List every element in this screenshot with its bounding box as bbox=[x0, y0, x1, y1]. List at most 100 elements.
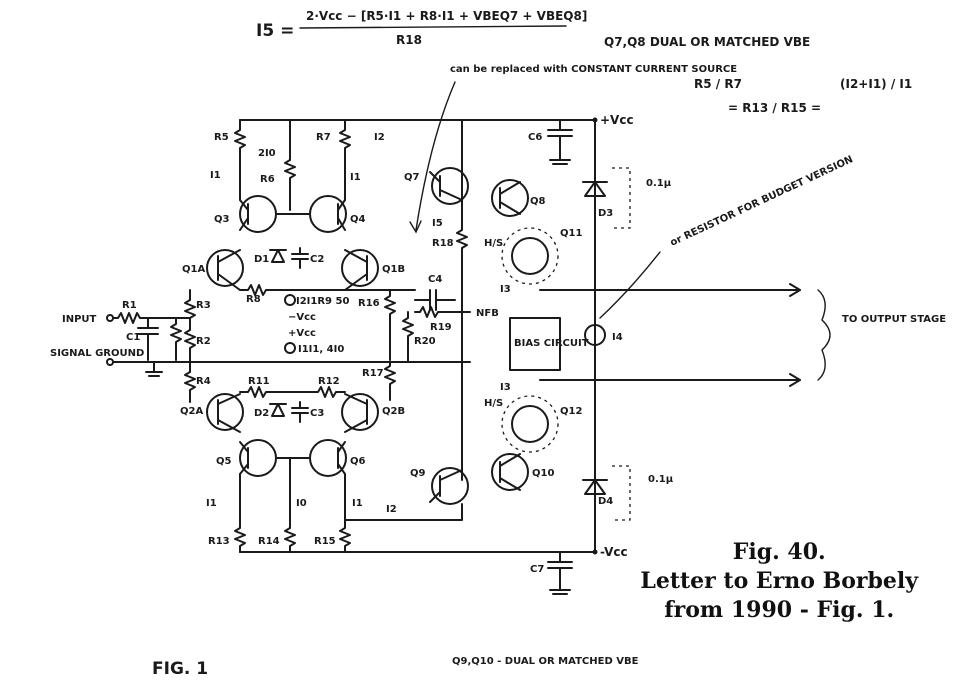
label-i3-bot: I3 bbox=[500, 382, 511, 393]
q4-transistor bbox=[309, 195, 347, 233]
r12-resistor bbox=[289, 386, 346, 398]
r17-resistor bbox=[384, 361, 396, 401]
label-q3: Q3 bbox=[214, 214, 230, 225]
q1b-transistor bbox=[341, 249, 379, 287]
q3-transistor bbox=[239, 195, 277, 233]
r-shunt-resistor bbox=[170, 317, 182, 361]
label-q4: Q4 bbox=[350, 214, 366, 225]
q8-transistor bbox=[491, 179, 529, 217]
label-d1: D1 bbox=[254, 254, 269, 265]
q2a-leads bbox=[217, 393, 241, 433]
r13-resistor bbox=[234, 473, 246, 553]
label-q1b: Q1B bbox=[382, 264, 405, 275]
c7-symbol bbox=[547, 551, 573, 595]
label-cap-01a: 0.1µ bbox=[646, 178, 672, 189]
q1a-transistor bbox=[206, 249, 244, 287]
q2b-transistor bbox=[341, 393, 379, 431]
q3-leads bbox=[239, 199, 291, 231]
label-fig1-sketch: FIG. 1 bbox=[152, 659, 208, 679]
label-2i0-top: 2I0 bbox=[258, 148, 276, 159]
label-d4: D4 bbox=[598, 496, 613, 507]
r7-resistor bbox=[339, 119, 351, 201]
r4-resistor bbox=[184, 361, 196, 403]
label-q5: Q5 bbox=[216, 456, 232, 467]
note-arrow-i4 bbox=[599, 251, 661, 319]
q8-leads bbox=[499, 181, 521, 215]
label-node-bot: I1I1, 4I0 bbox=[298, 344, 344, 355]
label-c3: C3 bbox=[310, 408, 324, 419]
ratio-mid: = R13 / R15 = bbox=[728, 101, 821, 115]
c6-symbol bbox=[547, 119, 573, 165]
label-r14: R14 bbox=[258, 536, 280, 547]
label-r12: R12 bbox=[318, 376, 340, 387]
label-r8: R8 bbox=[246, 294, 261, 305]
r3-resistor bbox=[184, 289, 196, 319]
label-i4: I4 bbox=[612, 332, 623, 343]
label-r4: R4 bbox=[196, 376, 211, 387]
label-r5: R5 bbox=[214, 132, 229, 143]
label-r11: R11 bbox=[248, 376, 270, 387]
current-source-bottom bbox=[284, 342, 296, 354]
label-q2b: Q2B bbox=[382, 406, 405, 417]
label-q6: Q6 bbox=[350, 456, 366, 467]
label-c6: C6 bbox=[528, 132, 542, 143]
label-i1-left: I1 bbox=[210, 170, 221, 181]
q1b-leads bbox=[344, 249, 368, 291]
label-r2: R2 bbox=[196, 336, 211, 347]
d1-symbol bbox=[269, 249, 287, 263]
label-q1a: Q1A bbox=[182, 264, 205, 275]
label-r16: R16 bbox=[358, 298, 380, 309]
q5-transistor bbox=[239, 439, 277, 477]
label-q10: Q10 bbox=[532, 468, 554, 479]
label-r18: R18 bbox=[432, 238, 454, 249]
figure-caption: Fig. 40. Letter to Erno Borbely from 199… bbox=[640, 538, 918, 625]
label-i2-top: I2 bbox=[374, 132, 385, 143]
label-r17: R17 bbox=[362, 368, 384, 379]
r15-resistor bbox=[339, 473, 351, 553]
label-q9: Q9 bbox=[410, 468, 426, 479]
q1a-leads bbox=[217, 249, 241, 291]
r1-resistor bbox=[112, 312, 191, 324]
label-r3: R3 bbox=[196, 300, 211, 311]
formula-denominator: R18 bbox=[396, 33, 422, 47]
q9-leads bbox=[429, 469, 463, 503]
formula-lhs: I5 = bbox=[256, 21, 294, 41]
q9-transistor bbox=[431, 467, 469, 505]
label-r6: R6 bbox=[260, 174, 275, 185]
label-i1-bot-left: I1 bbox=[206, 498, 217, 509]
formula-bar bbox=[299, 25, 567, 29]
d3-cap-dashed bbox=[612, 167, 631, 229]
i4-current-source bbox=[584, 324, 606, 346]
r5-resistor bbox=[234, 119, 246, 201]
label-d3: D3 bbox=[598, 208, 613, 219]
c1-symbol bbox=[137, 317, 159, 361]
r18-resistor bbox=[456, 119, 468, 481]
label-c4: C4 bbox=[428, 274, 442, 285]
caption-line-1: Letter to Erno Borbely bbox=[640, 568, 918, 594]
r11-resistor bbox=[239, 386, 291, 398]
label-input: INPUT bbox=[62, 314, 97, 325]
ratio-left: R5 / R7 bbox=[694, 77, 742, 91]
note-arrowhead bbox=[409, 220, 422, 234]
r19-resistor bbox=[414, 306, 471, 318]
figure-number: Fig. 40. bbox=[732, 539, 826, 565]
d3-symbol bbox=[582, 181, 608, 197]
label-q8: Q8 bbox=[530, 196, 546, 207]
label-c1: C1 bbox=[126, 332, 140, 343]
q2b-leads bbox=[344, 393, 368, 433]
q10-transistor bbox=[491, 453, 529, 491]
q7-transistor bbox=[431, 167, 469, 205]
caption-line-2: from 1990 - Fig. 1. bbox=[664, 597, 895, 623]
label-hs1: H/S bbox=[484, 238, 503, 249]
label-i1-bot: I1 bbox=[352, 498, 363, 509]
label-signal-ground: SIGNAL GROUND bbox=[50, 348, 144, 359]
label-node-top: I2I1R9 50 bbox=[296, 296, 349, 307]
label-nfb: NFB bbox=[476, 308, 499, 319]
label-i2-bot: I2 bbox=[386, 504, 397, 515]
label-q11: Q11 bbox=[560, 228, 582, 239]
q7-leads bbox=[429, 171, 463, 201]
label-i5: I5 bbox=[432, 218, 443, 229]
label-neg-vcc-node: −Vcc bbox=[288, 312, 316, 323]
c2-symbol bbox=[291, 247, 309, 269]
q6-transistor bbox=[309, 439, 347, 477]
